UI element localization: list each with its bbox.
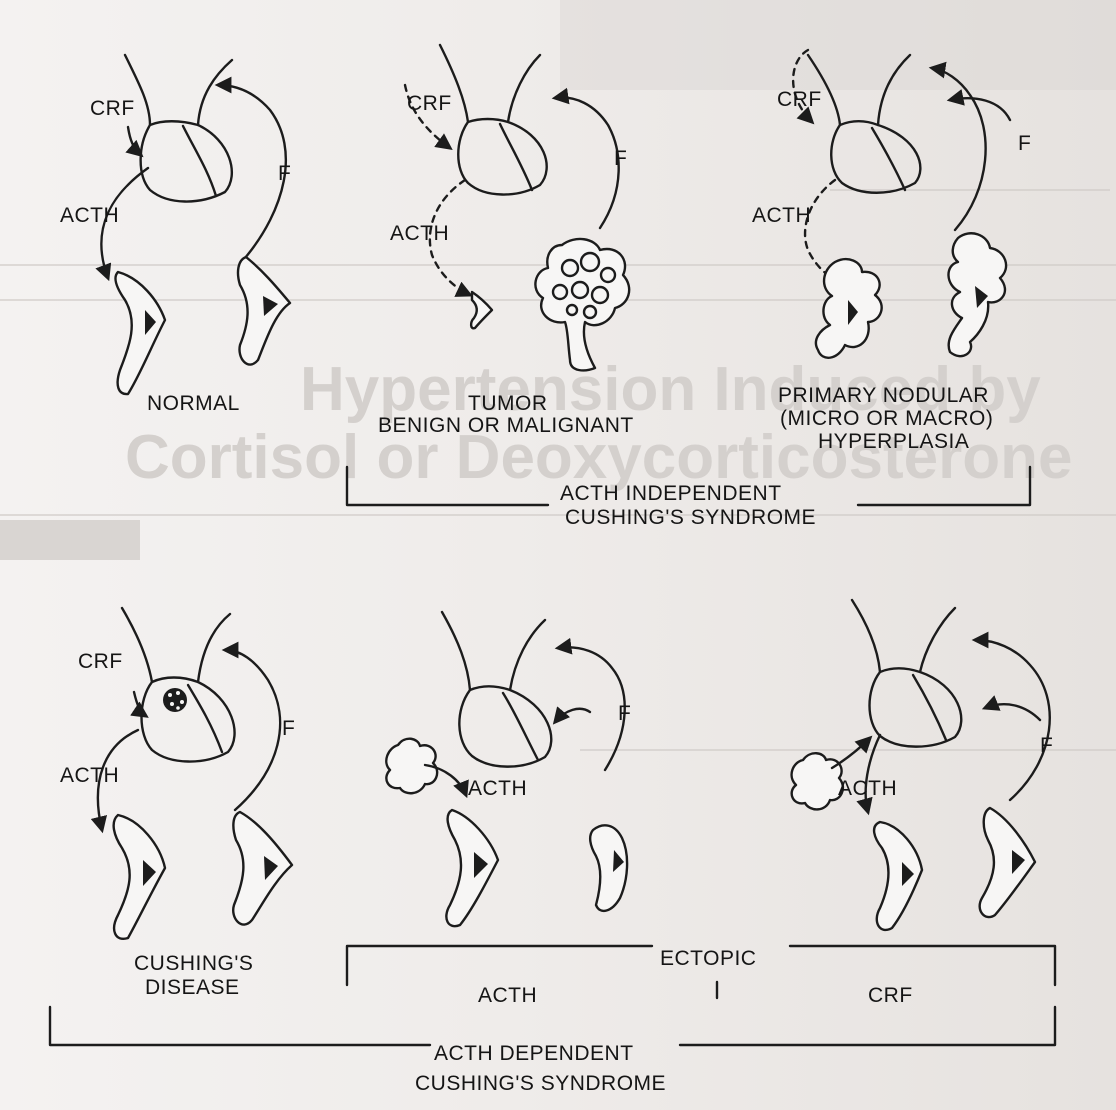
bracket-right — [790, 946, 1055, 985]
hypothalamus-outline — [122, 608, 230, 682]
adrenal-hyperplastic-left — [114, 815, 165, 939]
group-label-ectopic: ECTOPIC — [660, 947, 756, 970]
panel-nodular-hyperplasia: CRF ACTH F PRIMARY NODULAR (MICRO OR MAC… — [752, 50, 1031, 453]
bracket-acth-dependent: ACTH DEPENDENT CUSHING'S SYNDROME — [50, 1007, 1055, 1095]
caption-ectopic-crf: CRF — [868, 984, 913, 1007]
bracket-right — [680, 1007, 1055, 1045]
bracket-left — [50, 1007, 430, 1045]
adrenal-hyperplastic-left — [446, 810, 498, 926]
panel-cushings-disease: CRF ACTH F CUSHING'S DISEASE — [60, 608, 295, 999]
crf-arrow-suppressed — [793, 50, 812, 122]
caption-ectopic-acth: ACTH — [478, 984, 537, 1007]
f-feedback-arrow-upper — [558, 647, 625, 770]
pituitary-adenoma — [163, 688, 187, 712]
acth-arrow — [866, 735, 880, 812]
caption-nodular-1: PRIMARY NODULAR — [778, 384, 989, 407]
hypothalamus-outline — [440, 45, 540, 122]
label-acth: ACTH — [390, 222, 449, 245]
f-feedback-arrow-upper — [932, 68, 986, 230]
group-label-dependent-2: CUSHING'S SYNDROME — [415, 1072, 666, 1095]
f-feedback-arrow-lower — [555, 709, 590, 722]
adrenal-hyperplastic-right — [233, 812, 292, 925]
hypothalamus-outline — [125, 55, 232, 125]
f-feedback-arrow — [555, 97, 619, 228]
pituitary-divider — [500, 124, 532, 190]
label-acth: ACTH — [468, 777, 527, 800]
label-f: F — [618, 702, 631, 725]
f-feedback-arrow-lower — [985, 704, 1040, 720]
hypothalamus-outline — [852, 600, 955, 672]
panel-normal: CRF ACTH F NORMAL — [60, 55, 291, 415]
bracket-ectopic: ECTOPIC — [347, 946, 1055, 998]
hypothalamus-outline — [442, 612, 545, 690]
panel-ectopic-acth: ACTH F ACTH — [386, 612, 631, 1007]
label-crf: CRF — [78, 650, 123, 673]
label-f: F — [282, 717, 295, 740]
label-crf: CRF — [777, 88, 822, 111]
hypothalamus-outline — [808, 55, 910, 125]
adrenal-hyperplastic-left — [874, 822, 922, 930]
label-acth: ACTH — [60, 204, 119, 227]
bracket-left — [347, 946, 652, 985]
group-label-independent-1: ACTH INDEPENDENT — [560, 482, 782, 505]
bracket-left — [347, 467, 548, 505]
caption-nodular-2: (MICRO OR MACRO) — [780, 407, 993, 430]
label-f: F — [278, 162, 291, 185]
panel-tumor: CRF ACTH F TUMOR BENIGN OR MALIGNANT — [378, 45, 634, 437]
caption-cushings-2: DISEASE — [145, 976, 240, 999]
pituitary-divider — [913, 675, 946, 740]
ectopic-crf-arrow — [832, 738, 870, 768]
bracket-right — [858, 467, 1030, 505]
label-acth: ACTH — [838, 777, 897, 800]
pituitary-outline — [831, 121, 920, 193]
label-acth: ACTH — [60, 764, 119, 787]
crf-arrow — [128, 127, 141, 155]
pituitary-divider — [872, 128, 905, 190]
label-f: F — [614, 147, 627, 170]
f-feedback-arrow — [218, 85, 286, 258]
label-f: F — [1040, 734, 1053, 757]
label-crf: CRF — [90, 97, 135, 120]
pituitary-divider — [183, 126, 216, 196]
caption-tumor-2: BENIGN OR MALIGNANT — [378, 414, 634, 437]
caption-cushings-1: CUSHING'S — [134, 952, 253, 975]
adrenal-hyperplastic-right — [590, 825, 627, 911]
adrenal-hyperplastic-right — [980, 808, 1035, 917]
caption-tumor-1: TUMOR — [468, 392, 548, 415]
adrenal-left — [116, 272, 165, 394]
label-acth: ACTH — [752, 204, 811, 227]
label-f: F — [1018, 132, 1031, 155]
group-label-dependent-1: ACTH DEPENDENT — [434, 1042, 634, 1065]
label-crf: CRF — [407, 92, 452, 115]
group-label-independent-2: CUSHING'S SYNDROME — [565, 506, 816, 529]
caption-normal: NORMAL — [147, 392, 240, 415]
adrenal-atrophic — [471, 292, 492, 328]
ectopic-tumor — [792, 753, 843, 809]
bracket-acth-independent: ACTH INDEPENDENT CUSHING'S SYNDROME — [347, 467, 1030, 529]
caption-nodular-3: HYPERPLASIA — [818, 430, 969, 453]
